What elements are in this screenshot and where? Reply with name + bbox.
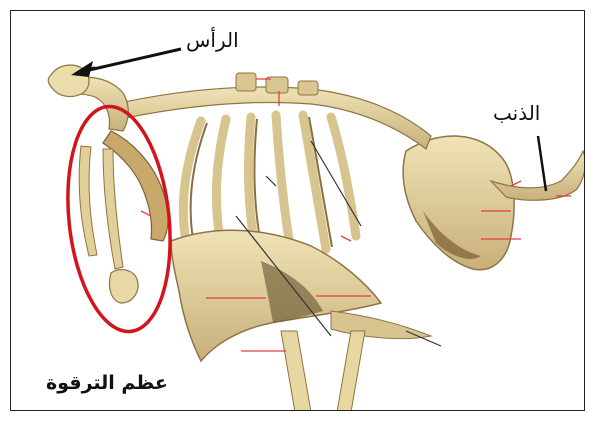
head-label: الرأس bbox=[186, 28, 239, 52]
clavicle-end bbox=[109, 270, 138, 303]
diagram-frame: الرأس الذنب عظم الترقوة bbox=[10, 10, 585, 411]
head-pointer-arrow bbox=[71, 49, 181, 77]
spine bbox=[106, 87, 431, 149]
clavicle-label: عظم الترقوة bbox=[46, 372, 168, 394]
wing-bone-1 bbox=[79, 146, 97, 256]
keel-blade bbox=[331, 311, 431, 339]
tail-label: الذنب bbox=[493, 101, 540, 125]
tail-pointer-line bbox=[538, 136, 546, 191]
wing-bone-2 bbox=[103, 149, 123, 269]
leg-bones bbox=[281, 331, 365, 411]
skeleton-illustration bbox=[11, 11, 585, 411]
